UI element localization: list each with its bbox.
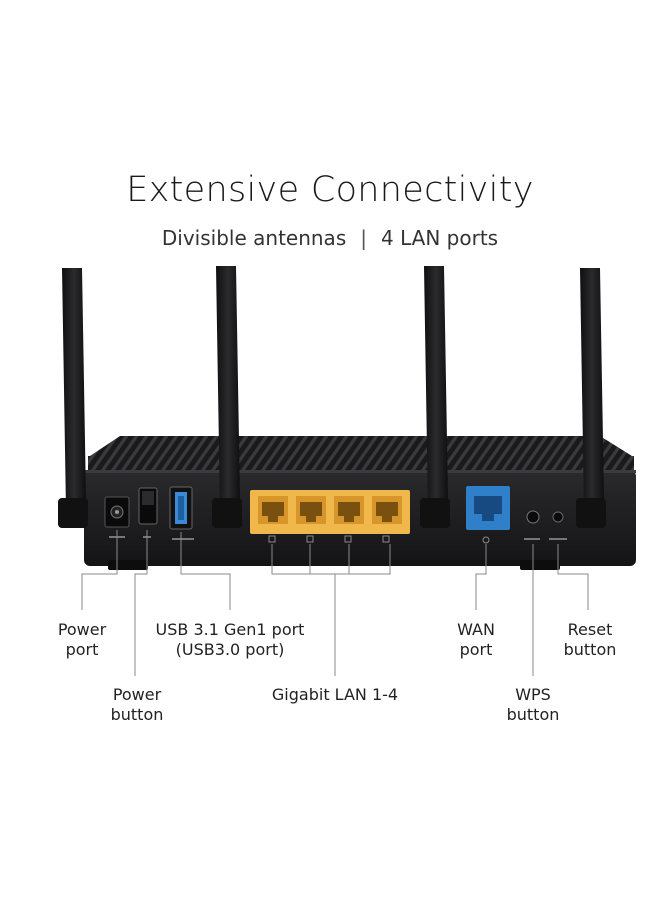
label-usb-port: USB 3.1 Gen1 port (USB3.0 port) [150, 620, 310, 660]
lan-port-4-icon [372, 496, 402, 524]
router-top-vents [88, 436, 634, 474]
label-reset-button-line2: button [563, 640, 617, 659]
wps-button-icon [526, 510, 540, 524]
subtitle-lan-ports: 4 LAN ports [381, 226, 499, 250]
label-power-port: Power port [42, 620, 122, 660]
label-gigabit-lan: Gigabit LAN 1-4 [271, 685, 399, 704]
antenna-1-icon [58, 268, 88, 528]
label-usb-port-line1: USB 3.1 Gen1 port [155, 620, 305, 639]
label-power-port-line2: port [65, 640, 99, 659]
label-reset-button-line1: Reset [567, 620, 613, 639]
label-power-button: Power button [95, 685, 179, 725]
antennas [58, 266, 606, 528]
reset-button-icon [552, 511, 564, 523]
label-wps-button: WPS button [496, 685, 570, 725]
lan-port-3-icon [334, 496, 364, 524]
antenna-3-icon [420, 266, 450, 528]
power-port-icon [104, 496, 130, 528]
subtitle-antennas: Divisible antennas [161, 226, 347, 250]
callout-lines [81, 530, 589, 676]
label-power-button-line1: Power [112, 685, 162, 704]
label-wan-port-line1: WAN [457, 620, 495, 639]
label-power-button-line2: button [110, 705, 164, 724]
lan-port-2-icon [296, 496, 326, 524]
usb-port-icon [169, 486, 193, 530]
lan-port-1-icon [258, 496, 288, 524]
label-wps-button-line2: button [506, 705, 560, 724]
subtitle-separator: | [360, 226, 367, 250]
lan-ports [250, 490, 410, 543]
page-title: Extensive Connectivity [126, 170, 534, 210]
label-wps-button-line1: WPS [515, 685, 551, 704]
label-usb-port-line2: (USB3.0 port) [175, 640, 285, 659]
label-power-port-line1: Power [57, 620, 107, 639]
wan-port-icon [466, 486, 510, 544]
antenna-2-icon [212, 266, 242, 528]
page-subtitle: Divisible antennas | 4 LAN ports [0, 226, 660, 250]
label-reset-button: Reset button [553, 620, 627, 660]
label-wan-port-line2: port [459, 640, 493, 659]
antenna-4-icon [576, 268, 606, 528]
power-button-icon [138, 487, 158, 525]
label-wan-port: WAN port [441, 620, 511, 660]
